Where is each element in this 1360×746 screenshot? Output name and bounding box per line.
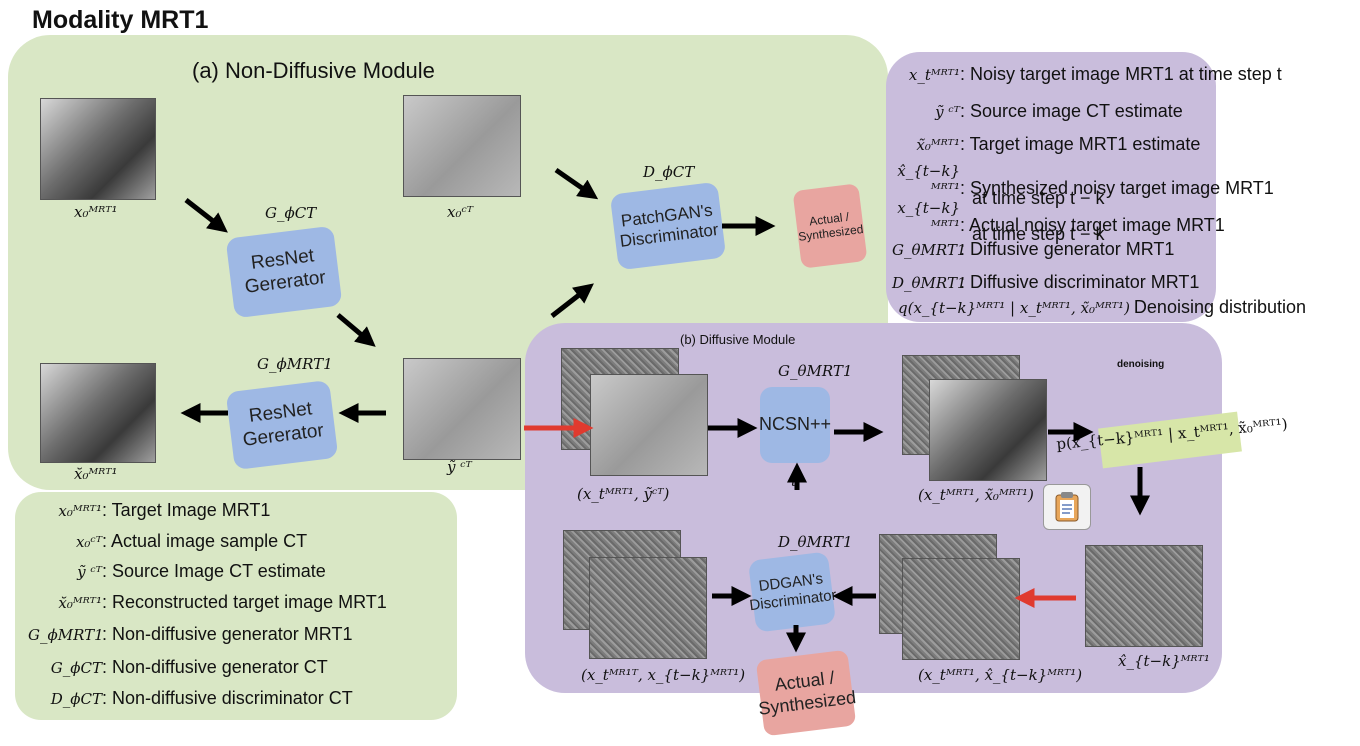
legend-symbol: x̃₀ᴹᴿᵀ¹ xyxy=(916,136,960,154)
synth-pair-front xyxy=(902,558,1020,660)
x0-ct-image xyxy=(403,95,521,197)
clipboard-icon[interactable] xyxy=(1043,484,1091,530)
legend-text: : Non-diffusive generator CT xyxy=(102,657,328,677)
denoising-label: denoising xyxy=(1117,359,1165,370)
legend-text: : Non-diffusive generator MRT1 xyxy=(102,624,353,644)
legend-symbol: G_θMRT1 xyxy=(892,241,967,259)
legend-symbol: D_θMRT1 xyxy=(892,274,967,292)
legend-text: : Non-diffusive discriminator CT xyxy=(102,688,353,708)
legend-a-row: x₀ᴹᴿᵀ¹: Target Image MRT1 xyxy=(28,500,270,521)
synth-noisy-label: x̂_{t−k}ᴹᴿᵀ¹ xyxy=(1118,652,1210,670)
x0-ct-label: x₀ᶜᵀ xyxy=(447,203,474,221)
synth-pair-label: (x_tᴹᴿᵀ¹, x̂_{t−k}ᴹᴿᵀ¹) xyxy=(918,666,1083,684)
legend-symbol: D_ϕCT xyxy=(50,690,102,708)
mrt1-estimate-front xyxy=(929,379,1047,481)
pair-output-label: (x_tᴹᴿᵀ¹, x̃₀ᴹᴿᵀ¹) xyxy=(918,486,1034,504)
legend-a-row: D_ϕCT: Non-diffusive discriminator CT xyxy=(28,688,353,709)
legend-symbol: G_ϕMRT1 xyxy=(28,626,104,644)
legend-b-row: x̃₀ᴹᴿᵀ¹: Target image MRT1 estimate xyxy=(892,134,1200,155)
legend-b-row: x_tᴹᴿᵀ¹: Noisy target image MRT1 at time… xyxy=(892,64,1282,85)
ct-input-front xyxy=(590,374,708,476)
ncsn-label: G_θMRT1 xyxy=(778,362,853,380)
legend-b-row: G_θMRT1: Diffusive generator MRT1 xyxy=(892,239,1174,260)
legend-text: : Diffusive discriminator MRT1 xyxy=(960,272,1200,292)
legend-text: : Synthesized noisy target image MRT1 xyxy=(960,178,1274,198)
legend-text: : Diffusive generator MRT1 xyxy=(960,239,1175,259)
legend-text: : Actual image sample CT xyxy=(102,531,308,551)
legend-symbol: x̆₀ᴹᴿᵀ¹ xyxy=(58,594,102,612)
module-b-title: (b) Diffusive Module xyxy=(680,332,796,347)
legend-text: : Target image MRT1 estimate xyxy=(960,134,1201,154)
legend-b-row: at time step t − k xyxy=(892,224,1105,245)
legend-text: at time step t − k xyxy=(972,224,1105,244)
legend-text: : Noisy target image MRT1 at time step t xyxy=(960,64,1282,84)
arrow-x0-to-genct xyxy=(184,198,228,233)
arrow-x0ct-to-patchgan xyxy=(554,167,599,200)
legend-text: : Target Image MRT1 xyxy=(102,500,271,520)
actual-pair-front xyxy=(589,557,707,659)
ncsn-generator: NCSN++ xyxy=(759,387,831,463)
legend-symbol: x_tᴹᴿᵀ¹ xyxy=(908,66,960,84)
actual-pair-label: (x_tᴹᴿ¹ᵀ, x_{t−k}ᴹᴿᵀ¹) xyxy=(581,666,746,684)
legend-a-row: ỹ ᶜᵀ: Source Image CT estimate xyxy=(28,561,326,582)
legend-symbol: ỹ ᶜᵀ xyxy=(77,563,102,581)
pair-input-label: (x_tᴹᴿᵀ¹, ỹᶜᵀ) xyxy=(577,485,670,503)
legend-text: : Source image CT estimate xyxy=(960,101,1183,121)
legend-a-row: G_ϕCT: Non-diffusive generator CT xyxy=(28,657,328,678)
legend-symbol: x₀ᶜᵀ xyxy=(75,533,102,551)
legend-b-row: x_{t−k}ᴹᴿᵀ¹: Actual noisy target image M… xyxy=(892,199,1225,236)
legend-b-row: ỹ ᶜᵀ: Source image CT estimate xyxy=(892,101,1183,122)
legend-b-row: q(x_{t−k}ᴹᴿᵀ¹ | x_tᴹᴿᵀ¹, x̃₀ᴹᴿᵀ¹)Denoisi… xyxy=(898,297,1306,318)
legend-symbol: x̂_{t−k}ᴹᴿᵀ¹ xyxy=(897,162,960,198)
legend-text: Denoising distribution xyxy=(1133,297,1307,317)
x0-mrt1-image xyxy=(40,98,156,200)
legend-symbol: q(x_{t−k}ᴹᴿᵀ¹ | x_tᴹᴿᵀ¹, x̃₀ᴹᴿᵀ¹) xyxy=(898,299,1130,317)
legend-b-row: at time step t − k xyxy=(892,188,1105,209)
legend-text: at time step t − k xyxy=(972,188,1105,208)
x0-mrt1-label: x₀ᴹᴿᵀ¹ xyxy=(74,203,118,221)
synth-noisy-image xyxy=(1085,545,1203,647)
legend-a-row: x̆₀ᴹᴿᵀ¹: Reconstructed target image MRT1 xyxy=(28,592,387,613)
gen-mrt1-label: G_ϕMRT1 xyxy=(257,355,333,373)
diffusive-legend-panel xyxy=(886,52,1216,322)
legend-text: : Actual noisy target image MRT1 xyxy=(960,215,1225,235)
page-title: Modality MRT1 xyxy=(32,6,209,34)
y-ct-image xyxy=(403,358,521,460)
legend-a-row: x₀ᶜᵀ: Actual image sample CT xyxy=(28,531,307,552)
patchgan-label: D_ϕCT xyxy=(643,163,695,181)
legend-symbol: G_ϕCT xyxy=(50,659,102,677)
y-ct-label: ỹ ᶜᵀ xyxy=(447,458,472,476)
legend-symbol: x₀ᴹᴿᵀ¹ xyxy=(58,502,102,520)
legend-text: : Source Image CT estimate xyxy=(102,561,326,581)
module-a-title: (a) Non-Diffusive Module xyxy=(192,58,435,83)
x0-reconstructed-image xyxy=(40,363,156,463)
non-diffusive-legend-panel xyxy=(15,492,457,720)
legend-symbol: ỹ ᶜᵀ xyxy=(935,103,960,121)
gen-ct-label: G_ϕCT xyxy=(265,204,317,222)
legend-a-row: G_ϕMRT1: Non-diffusive generator MRT1 xyxy=(28,624,352,645)
ddgan-label: D_θMRT1 xyxy=(778,533,853,551)
legend-b-row: D_θMRT1: Diffusive discriminator MRT1 xyxy=(892,272,1199,293)
legend-b-row: x̂_{t−k}ᴹᴿᵀ¹: Synthesized noisy target i… xyxy=(892,162,1274,199)
legend-symbol: x_{t−k}ᴹᴿᵀ¹ xyxy=(897,199,960,235)
legend-text: : Reconstructed target image MRT1 xyxy=(102,592,387,612)
arrow-yct-to-patchgan xyxy=(550,283,594,318)
x0-reconstructed-label: x̆₀ᴹᴿᵀ¹ xyxy=(74,465,118,483)
arrow-genct-to-yct xyxy=(336,313,376,347)
